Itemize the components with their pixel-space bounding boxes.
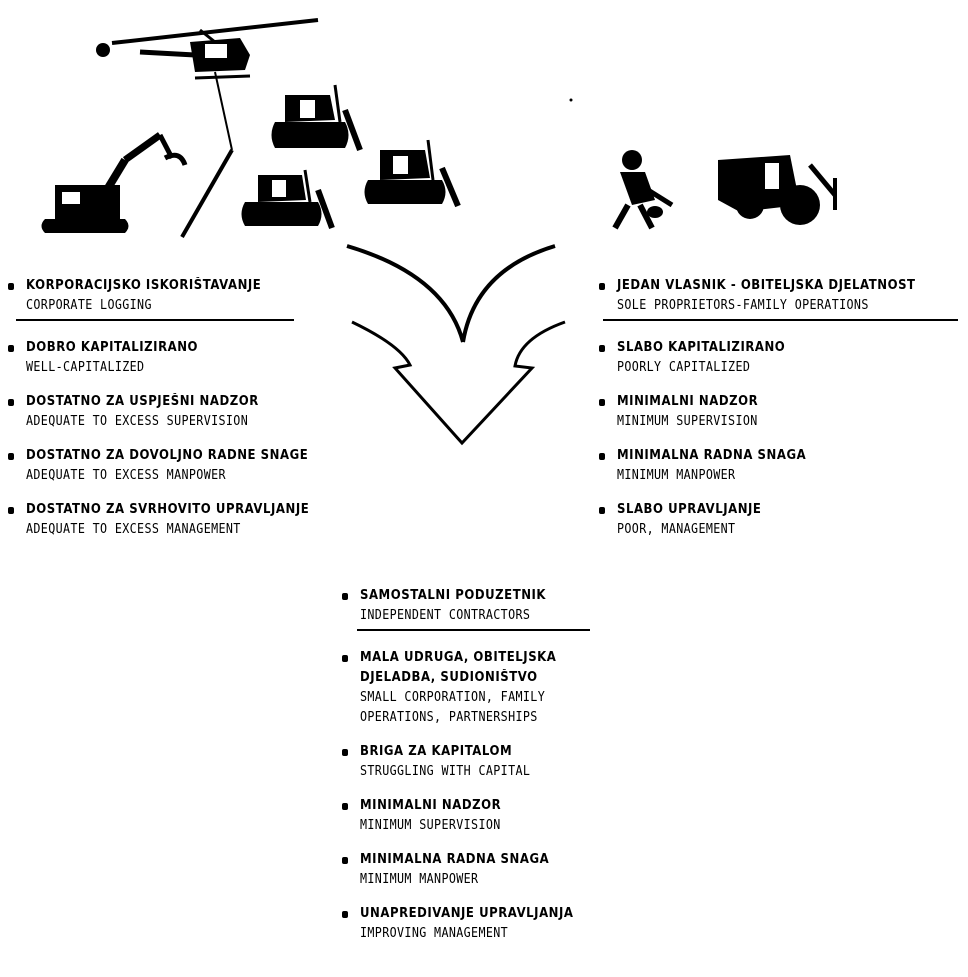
item-en: MINIMUM SUPERVISION (617, 414, 758, 429)
bullet-icon (599, 345, 605, 352)
sole-heading: JEDAN VLASNIK - OBITELJSKA DJELATNOST SO… (599, 276, 959, 322)
item-en: POORLY CAPITALIZED (617, 360, 751, 375)
list-item: DOBRO KAPITALIZIRANO WELL-CAPITALIZED (8, 338, 308, 378)
item-hr: SLABO UPRAVLJANJE (617, 502, 762, 517)
item-en: WELL-CAPITALIZED (26, 360, 145, 375)
item-hr: MALA UDRUGA, OBITELJSKA (360, 650, 557, 665)
item-en: MINIMUM MANPOWER (617, 468, 736, 483)
bullet-icon (342, 655, 348, 662)
bullet-icon (8, 507, 14, 514)
corporate-heading: KORPORACIJSKO ISKORIŠTAVANJE CORPORATE L… (8, 276, 308, 322)
sole-heading-en: SOLE PROPRIETORS-FAMILY OPERATIONS (617, 298, 869, 313)
independent-contractors-column: SAMOSTALNI PODUZETNIK INDEPENDENT CONTRA… (342, 586, 622, 958)
bullet-icon (8, 399, 14, 406)
item-hr: MINIMALNA RADNA SNAGA (360, 852, 550, 867)
item-hr: UNAPREDIVANJE UPRAVLJANJA (360, 906, 574, 921)
independent-heading-en: INDEPENDENT CONTRACTORS (360, 608, 531, 623)
bullet-icon (8, 345, 14, 352)
bullet-icon (8, 283, 14, 290)
bullet-icon (599, 507, 605, 514)
item-en: ADEQUATE TO EXCESS MANAGEMENT (26, 522, 241, 537)
item-hr: MINIMALNI NADZOR (617, 394, 759, 409)
item-en: ADEQUATE TO EXCESS SUPERVISION (26, 414, 249, 429)
independent-heading: SAMOSTALNI PODUZETNIK INDEPENDENT CONTRA… (342, 586, 622, 632)
item-en: POOR, MANAGEMENT (617, 522, 736, 537)
list-item: UNAPREDIVANJE UPRAVLJANJA IMPROVING MANA… (342, 904, 622, 944)
item-hr: MINIMALNA RADNA SNAGA (617, 448, 807, 463)
item-hr: MINIMALNI NADZOR (360, 798, 502, 813)
sole-divider (603, 319, 958, 321)
helicopter-icon (96, 18, 319, 238)
bullet-icon (599, 399, 605, 406)
item-en: IMPROVING MANAGEMENT (360, 926, 509, 941)
excavator-icon (41, 132, 188, 233)
corporate-heading-hr: KORPORACIJSKO ISKORIŠTAVANJE (26, 278, 262, 293)
bullet-icon (8, 453, 14, 460)
sole-proprietors-column: JEDAN VLASNIK - OBITELJSKA DJELATNOST SO… (599, 276, 959, 554)
item-hr: DOSTATNO ZA DOVOLJNO RADNE SNAGE (26, 448, 309, 463)
corporate-divider (16, 319, 294, 321)
item-en: MINIMUM SUPERVISION (360, 818, 501, 833)
item-en: ADEQUATE TO EXCESS MANPOWER (26, 468, 226, 483)
list-item: MALA UDRUGA, OBITELJSKA DJELADBA, SUDION… (342, 648, 622, 728)
corporate-logging-column: KORPORACIJSKO ISKORIŠTAVANJE CORPORATE L… (8, 276, 310, 554)
item-en: MINIMUM MANPOWER (360, 872, 479, 887)
item-en: OPERATIONS, PARTNERSHIPS (360, 710, 538, 725)
list-item: BRIGA ZA KAPITALOM STRUGGLING WITH CAPIT… (342, 742, 622, 782)
bullet-icon (342, 857, 348, 864)
item-hr: DOSTATNO ZA USPJEŠNI NADZOR (26, 394, 259, 409)
bulldozer-icon (271, 84, 363, 152)
list-item: MINIMALNI NADZOR MINIMUM SUPERVISION (599, 392, 959, 432)
list-item: DOSTATNO ZA DOVOLJNO RADNE SNAGE ADEQUAT… (8, 446, 308, 486)
item-hr: DOSTATNO ZA SVRHOVITO UPRAVLJANJE (26, 502, 310, 517)
list-item: SLABO KAPITALIZIRANO POORLY CAPITALIZED (599, 338, 959, 378)
bullet-icon (342, 911, 348, 918)
sole-heading-hr: JEDAN VLASNIK - OBITELJSKA DJELATNOST (617, 278, 916, 293)
list-item: MINIMALNA RADNA SNAGA MINIMUM MANPOWER (342, 850, 622, 890)
list-item: MINIMALNA RADNA SNAGA MINIMUM MANPOWER (599, 446, 959, 486)
item-en: STRUGGLING WITH CAPITAL (360, 764, 531, 779)
list-item: SLABO UPRAVLJANJE POOR, MANAGEMENT (599, 500, 959, 540)
list-item: MINIMALNI NADZOR MINIMUM SUPERVISION (342, 796, 622, 836)
bulldozer-icon (241, 169, 335, 230)
item-hr: BRIGA ZA KAPITALOM (360, 744, 513, 759)
corporate-heading-en: CORPORATE LOGGING (26, 298, 152, 313)
independent-divider (357, 629, 590, 631)
item-hr: DJELADBA, SUDIONIŠTVO (360, 670, 538, 685)
converging-arrow-icon (346, 244, 566, 446)
list-item: DOSTATNO ZA USPJEŠNI NADZOR ADEQUATE TO … (8, 392, 308, 432)
independent-heading-hr: SAMOSTALNI PODUZETNIK (360, 588, 547, 603)
bullet-icon (342, 749, 348, 756)
item-hr: SLABO KAPITALIZIRANO (617, 340, 786, 355)
logger-icon (612, 150, 674, 230)
bullet-icon (342, 593, 348, 600)
bulldozer-icon (364, 139, 461, 208)
bullet-icon (342, 803, 348, 810)
bullet-icon (599, 453, 605, 460)
item-hr: DOBRO KAPITALIZIRANO (26, 340, 199, 355)
skidder-icon (718, 155, 837, 225)
bullet-icon (599, 283, 605, 290)
list-item: DOSTATNO ZA SVRHOVITO UPRAVLJANJE ADEQUA… (8, 500, 310, 540)
item-en: SMALL CORPORATION, FAMILY (360, 690, 546, 705)
